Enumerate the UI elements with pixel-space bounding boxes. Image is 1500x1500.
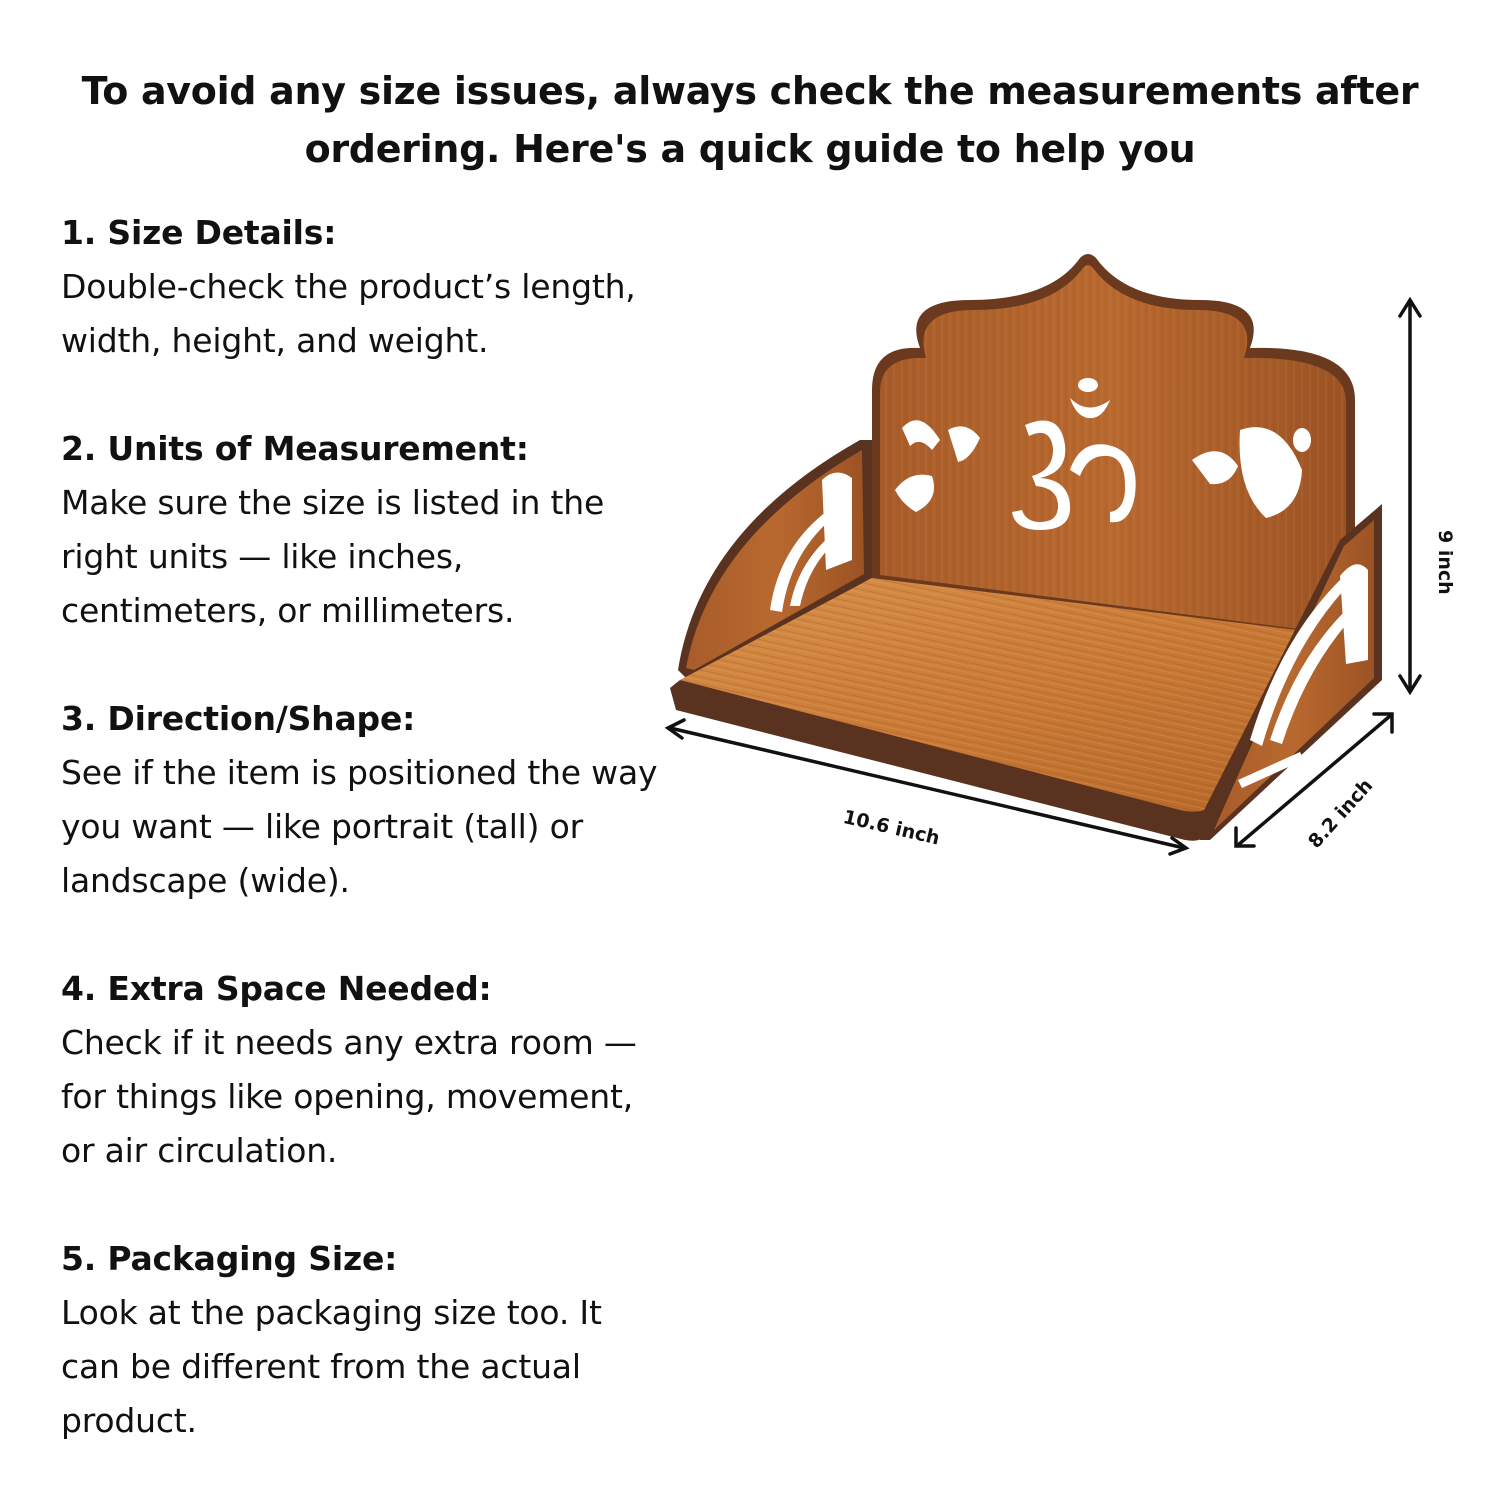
- section-title: 1. Size Details:: [61, 213, 337, 252]
- section-title: 2. Units of Measurement:: [61, 429, 529, 468]
- section-packaging-size: 5. Packaging Size: Look at the packaging…: [61, 1232, 781, 1448]
- width-arrowhead-left: [664, 718, 686, 740]
- section-line: you want — like portrait (tall) or: [61, 807, 583, 846]
- headline: To avoid any size issues, always check t…: [40, 62, 1460, 178]
- section-line: Check if it needs any extra room —: [61, 1023, 637, 1062]
- dimension-arrows: [664, 296, 1422, 856]
- section-line: Double-check the product’s length,: [61, 267, 636, 306]
- section-title: 3. Direction/Shape:: [61, 699, 416, 738]
- section-line: See if the item is positioned the way: [61, 753, 658, 792]
- product-illustration: 10.6 inch 8.2 inch 9 inch: [640, 240, 1480, 900]
- section-extra-space: 4. Extra Space Needed: Check if it needs…: [61, 962, 781, 1178]
- om-symbol-icon: [1012, 378, 1136, 530]
- height-arrowhead-top: [1398, 296, 1422, 318]
- headline-line-2: ordering. Here's a quick guide to help y…: [304, 127, 1196, 171]
- section-direction-shape: 3. Direction/Shape: See if the item is p…: [61, 692, 781, 908]
- floor-base: [670, 578, 1346, 841]
- section-title: 4. Extra Space Needed:: [61, 969, 492, 1008]
- section-line: for things like opening, movement,: [61, 1077, 634, 1116]
- section-line: product.: [61, 1401, 197, 1440]
- section-line: can be different from the actual: [61, 1347, 581, 1386]
- section-line: or air circulation.: [61, 1131, 338, 1170]
- headline-line-1: To avoid any size issues, always check t…: [81, 69, 1419, 113]
- back-panel: [872, 254, 1355, 640]
- section-line: Look at the packaging size too. It: [61, 1293, 602, 1332]
- right-side-panel: [1200, 504, 1382, 840]
- width-arrow: [668, 726, 1186, 850]
- depth-arrow: [1236, 714, 1392, 847]
- section-line: centimeters, or millimeters.: [61, 591, 515, 630]
- height-dimension-label: 9 inch: [1434, 530, 1456, 595]
- height-arrowhead-bottom: [1398, 674, 1422, 696]
- section-line: Make sure the size is listed in the: [61, 483, 605, 522]
- left-arch-cutouts: [770, 472, 852, 612]
- left-side-panel: [678, 440, 872, 680]
- kalash-cutout-icon: [1192, 427, 1311, 518]
- section-line: width, height, and weight.: [61, 321, 489, 360]
- section-line: landscape (wide).: [61, 861, 350, 900]
- width-arrowhead-right: [1168, 836, 1190, 856]
- wooden-temple-shelf-image: [664, 254, 1422, 856]
- section-title: 5. Packaging Size:: [61, 1239, 398, 1278]
- section-size-details: 1. Size Details: Double-check the produc…: [61, 206, 781, 368]
- section-units: 2. Units of Measurement: Make sure the s…: [61, 422, 781, 638]
- right-arch-cutouts: [1238, 564, 1368, 788]
- depth-arrowhead-left: [1234, 826, 1256, 848]
- swastik-cutout-icon: [895, 420, 980, 512]
- depth-arrowhead-right: [1372, 712, 1394, 734]
- section-line: right units — like inches,: [61, 537, 464, 576]
